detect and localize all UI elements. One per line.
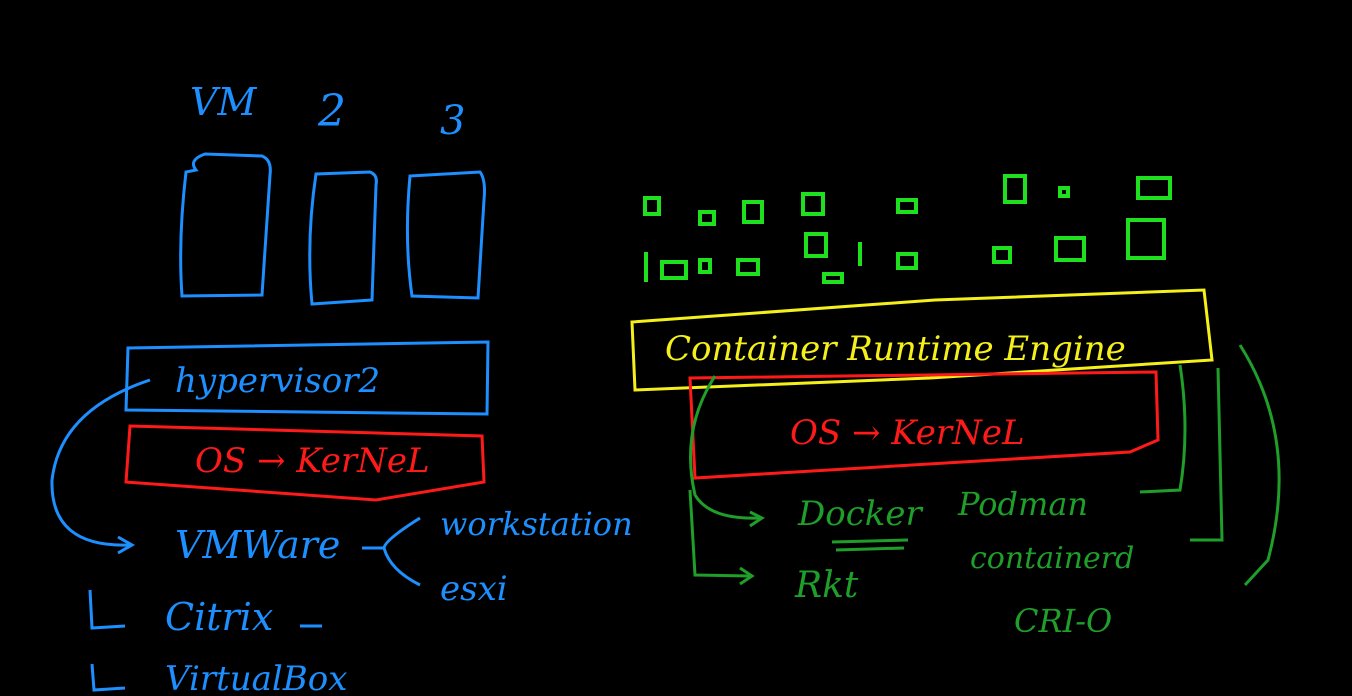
container-square: [736, 258, 760, 276]
vm-box-3: [405, 170, 486, 300]
vm-label-1: VM: [190, 80, 257, 124]
vmware-product-workstation: workstation: [440, 505, 633, 543]
runtime-engine-label: Container Runtime Engine: [665, 329, 1126, 369]
virtualbox-hook: [90, 663, 126, 692]
container-square: [698, 210, 716, 226]
container-square: [1136, 176, 1172, 200]
container-square: [1058, 186, 1070, 198]
container-square: [1126, 218, 1166, 260]
container-kernel-box: [688, 370, 1160, 480]
runtime-arrows: [688, 344, 1281, 587]
vm-side: VM 2 3 hypervisor2 OS → KerNeL VMWare wo…: [50, 80, 633, 696]
container-square: [643, 196, 661, 216]
vmware-branch: [362, 516, 421, 587]
runtime-podman: Podman: [957, 485, 1088, 523]
vm-label-3: 3: [440, 98, 465, 144]
vm-box-2: [308, 170, 378, 306]
container-square: [992, 246, 1012, 264]
container-square: [660, 260, 688, 280]
container-square: [1003, 174, 1027, 204]
docker-underline: [831, 538, 909, 552]
vm-kernel-label: OS → KerNeL: [195, 441, 430, 481]
container-square: [1054, 236, 1086, 262]
hypervisor-label: hypervisor2: [175, 361, 380, 401]
citrix-hook: [88, 589, 126, 630]
citrix-label: Citrix: [165, 595, 273, 639]
runtime-rkt: Rkt: [794, 565, 859, 606]
vm-label-2: 2: [317, 86, 346, 137]
container-square: [742, 200, 764, 224]
runtime-cri-o: CRI-O: [1014, 602, 1112, 640]
container-side: Container Runtime Engine OS → KerNeL Doc…: [630, 174, 1281, 640]
container-grid: [643, 174, 1172, 284]
vm-box-1: [179, 152, 272, 298]
container-square: [896, 198, 918, 214]
vmware-label: VMWare: [175, 523, 340, 567]
arrow-head-icon: [117, 535, 136, 555]
hypervisor-arrow: [50, 378, 151, 547]
vm-kernel-box: [124, 424, 486, 502]
container-square: [801, 192, 825, 216]
container-square: [822, 272, 844, 284]
runtime-containerd: containerd: [970, 541, 1134, 576]
container-kernel-label: OS → KerNeL: [790, 413, 1025, 453]
container-square: [804, 232, 828, 258]
runtime-engine-box: [630, 288, 1214, 392]
runtime-docker: Docker: [797, 494, 923, 534]
container-square: [896, 252, 918, 270]
virtualbox-label: VirtualBox: [165, 659, 347, 696]
vmware-product-esxi: esxi: [440, 569, 508, 609]
container-square: [698, 258, 712, 274]
